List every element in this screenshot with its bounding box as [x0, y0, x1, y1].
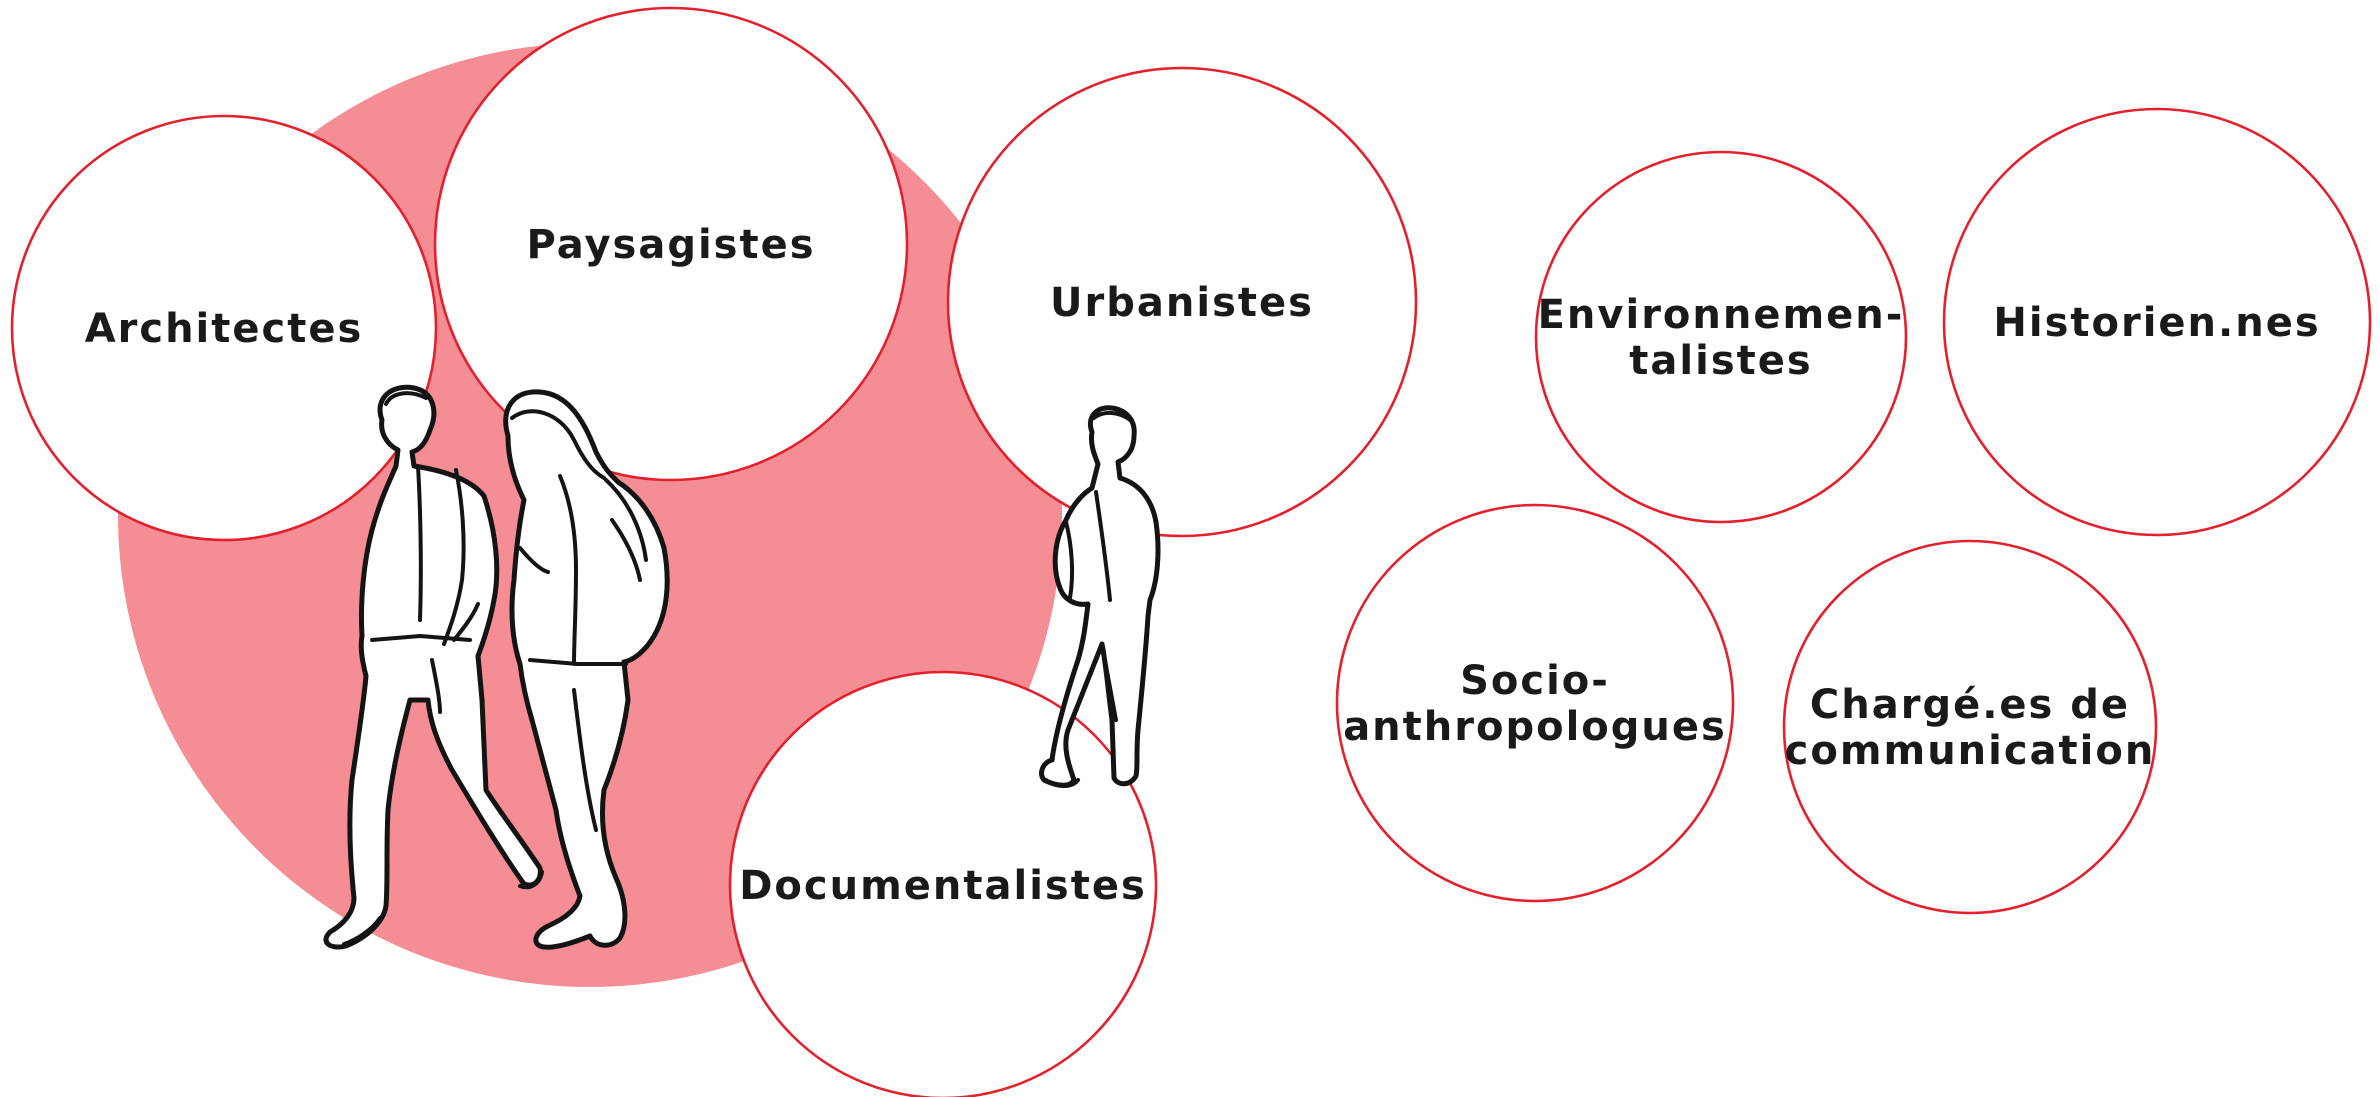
bubble-urbanistes-label: Urbanistes: [1050, 280, 1314, 326]
bubble-label-line: Socio-: [1460, 658, 1610, 704]
bubble-architectes-label: Architectes: [85, 306, 364, 352]
bubble-documentalistes: Documentalistes: [728, 670, 1158, 1097]
bubble-historiennes: Historien.nes: [1942, 107, 2372, 537]
bubble-label-line: Urbanistes: [1050, 280, 1314, 326]
walking-boy-with-backpack-icon: [1039, 405, 1161, 788]
bubble-paysagistes-label: Paysagistes: [526, 222, 815, 268]
bubble-label-line: Paysagistes: [526, 222, 815, 268]
bubble-paysagistes: Paysagistes: [433, 6, 909, 482]
walking-woman-icon: [503, 389, 670, 950]
bubble-label-line: Documentalistes: [739, 863, 1147, 909]
bubble-environnementalistes-circle: [1534, 150, 1908, 524]
bubble-environnementalistes-label: Environnemen-talistes: [1538, 292, 1905, 384]
bubble-label-line: Environnemen-: [1538, 292, 1905, 338]
bubble-socio-anthropologues-circle: [1335, 503, 1735, 903]
bubble-label-line: anthropologues: [1343, 704, 1727, 750]
bubble-socio-anthropologues: Socio-anthropologues: [1335, 503, 1735, 903]
bubble-label-line: Chargé.es de: [1810, 682, 2130, 728]
bubble-architectes-circle: [10, 114, 438, 542]
bubble-paysagistes-circle: [433, 6, 909, 482]
bubble-charge-es-de-communication-circle: [1782, 539, 2158, 915]
bubble-label-line: talistes: [1629, 338, 1812, 384]
bubble-label-line: Historien.nes: [1993, 300, 2320, 346]
bubble-socio-anthropologues-label: Socio-anthropologues: [1343, 658, 1727, 750]
bubble-historiennes-label: Historien.nes: [1993, 300, 2320, 346]
bubble-urbanistes-circle: [946, 66, 1418, 538]
bubble-label-line: Architectes: [85, 306, 364, 352]
bubble-label-line: communication: [1785, 728, 2156, 774]
bubble-documentalistes-label: Documentalistes: [739, 863, 1147, 909]
walking-man-icon: [323, 384, 544, 950]
bubble-historiennes-circle: [1942, 107, 2372, 537]
bubble-urbanistes: Urbanistes: [946, 66, 1418, 538]
bubble-architectes: Architectes: [10, 114, 438, 542]
bubble-environnementalistes: Environnemen-talistes: [1534, 150, 1908, 524]
